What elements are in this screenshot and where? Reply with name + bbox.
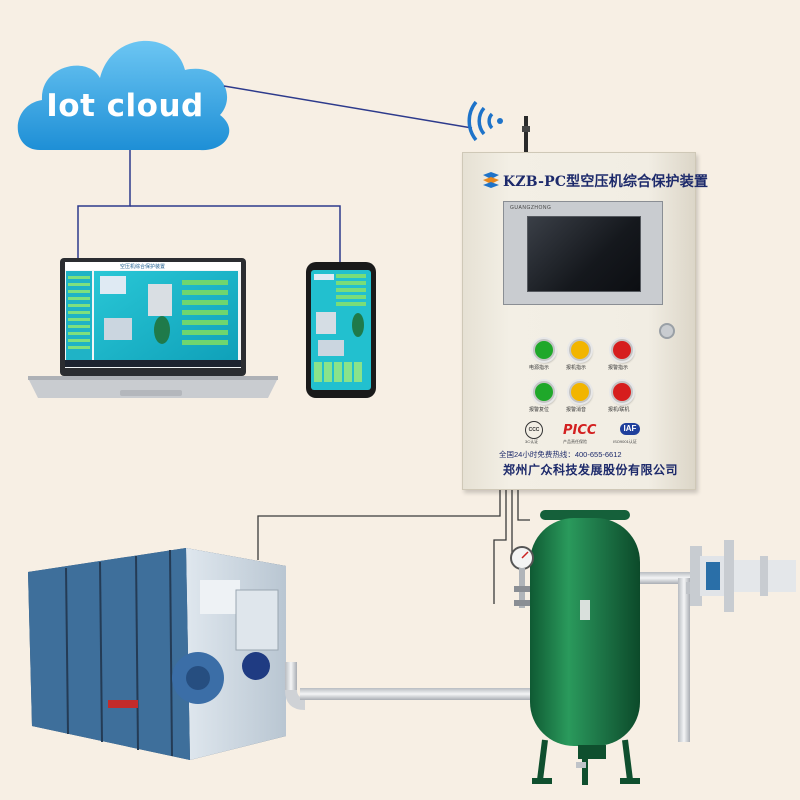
screen-display[interactable]: [527, 216, 641, 292]
air-pipes: [285, 572, 696, 742]
laptop-icon: [28, 258, 278, 398]
button-label-mute: 报警消音: [566, 407, 587, 413]
hmi-screen[interactable]: GUANGZHONG: [503, 201, 663, 305]
lamp-label-alarm: 报警指示: [608, 365, 629, 371]
ccc-cert-icon: CCC: [525, 421, 543, 439]
picc-cert-label: 产品责任保险: [563, 439, 587, 444]
company-name: 郑州广众科技发展股份有限公司: [503, 463, 679, 477]
button-label-reset: 报警复位: [529, 407, 550, 413]
alarm-reset-button[interactable]: [533, 381, 555, 403]
lamp-label-power: 电源指示: [529, 365, 550, 371]
iaf-logo: IAF: [620, 423, 640, 435]
antenna-icon: [522, 116, 530, 154]
air-tank-icon: [530, 510, 640, 785]
cloud-icon: [17, 40, 230, 151]
phone-icon: [306, 262, 376, 398]
power-indicator-lamp: [533, 339, 555, 361]
alarm-indicator-lamp: [611, 339, 633, 361]
wifi-icon: [467, 100, 503, 142]
network-lines: [77, 85, 473, 268]
lamp-label-run: 报机指示: [566, 365, 587, 371]
hotline-text: 全国24小时免费热线：400-655-6612: [499, 450, 622, 459]
button-label-stop: 报机/联机: [608, 407, 630, 413]
signal-cables: [257, 488, 530, 604]
company-logo-icon: [483, 172, 499, 188]
iaf-cert-label: ISO9001认证: [613, 439, 637, 444]
stop-connect-button[interactable]: [611, 381, 633, 403]
cloud-label: Iot cloud: [46, 88, 204, 124]
control-cabinet: KZB-PC型空压机综合保护装置 GUANGZHONG 电源指示 报机指示 报警…: [462, 152, 708, 490]
alarm-mute-button[interactable]: [569, 381, 591, 403]
laptop-window-title: 空压机综合保护装置: [120, 264, 166, 270]
picc-logo: PICC: [563, 423, 597, 438]
valve-icon: [690, 540, 796, 612]
ccc-cert-label: 3C认证: [525, 439, 539, 444]
screen-brand: GUANGZHONG: [510, 205, 552, 211]
run-indicator-lamp: [569, 339, 591, 361]
pressure-gauge-icon: [510, 546, 534, 608]
cabinet-title: KZB-PC型空压机综合保护装置: [503, 174, 709, 190]
key-lock-icon[interactable]: [659, 323, 675, 339]
compressor-icon: [28, 548, 286, 760]
